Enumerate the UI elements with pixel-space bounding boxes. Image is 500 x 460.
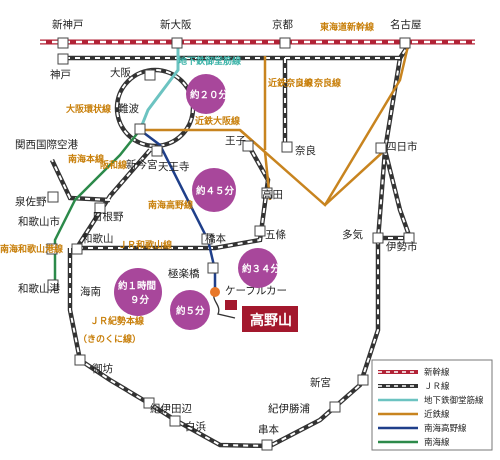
time-bubble-34: 約３４分 — [242, 263, 281, 275]
station-shinkobe: 新神戸 — [52, 18, 84, 31]
station-gokurakubashi: 極楽橋 — [168, 267, 200, 280]
station-hashimoto: 橋本 — [205, 232, 226, 245]
label-kintetsu-nara: 近鉄奈良線 — [268, 77, 313, 89]
label-nankai-wakayamako: 南海和歌山港線 — [0, 243, 63, 255]
station-shingu: 新宮 — [310, 376, 331, 389]
station-hineno: 日根野 — [92, 210, 124, 223]
legend-label: 南海高野線 — [424, 423, 467, 434]
time-bubble-20: 約２０分 — [190, 89, 229, 101]
cable-car-station-dot — [210, 287, 220, 297]
station-kix: 関西国際空港 — [15, 138, 78, 151]
legend-label: ＪＲ線 — [424, 381, 450, 392]
station-kobe: 神戸 — [50, 68, 71, 81]
koyasan-marker — [225, 300, 237, 310]
station-shinosaka: 新大阪 — [160, 18, 192, 31]
station-nara: 奈良 — [295, 144, 316, 157]
station-iseshi: 伊勢市 — [386, 240, 418, 253]
station-takada: 高田 — [262, 188, 283, 201]
label-nankai-main: 南海本線 — [68, 153, 104, 165]
station-kyoto: 京都 — [272, 18, 293, 31]
station-osaka: 大阪 — [110, 66, 131, 79]
station-wakayamako: 和歌山港 — [18, 282, 60, 295]
station-taki: 多気 — [342, 228, 363, 241]
time-bubble-69-line2: ９分 — [130, 294, 150, 306]
station-izumisano: 泉佐野 — [15, 195, 47, 208]
label-jr-kisei: ＪＲ紀勢本線 — [90, 315, 144, 327]
nankai-main-line — [53, 129, 141, 285]
label-kintetsu-osaka: 近鉄大阪線 — [195, 115, 240, 127]
label-jr-nara: ＪＲ奈良線 — [296, 77, 341, 89]
legend-label: 地下鉄御堂筋線 — [424, 395, 484, 406]
station-yokkaichi: 四日市 — [386, 140, 418, 153]
label-midosuji: 地下鉄御堂筋線 — [178, 55, 241, 67]
midosuji-line — [138, 46, 180, 131]
time-bubbles: 約２０分 約４５分 約３４分 約１時間 ９分 約５分 — [114, 74, 281, 330]
legend-label: 新幹線 — [424, 367, 450, 378]
time-bubble-69-line1: 約１時間 — [118, 280, 156, 292]
koyasan-box — [242, 306, 298, 332]
label-nankai-koya: 南海高野線 — [148, 199, 193, 211]
station-gobo: 御坊 — [92, 362, 113, 375]
station-kiikatsuura: 紀伊勝浦 — [268, 402, 310, 415]
label-cable-car: ケーブルカー — [225, 284, 287, 297]
station-kushimoto: 串本 — [258, 423, 279, 436]
label-jr-wakayama: ＪＲ和歌山線 — [118, 239, 172, 251]
station-shirahama: 白浜 — [185, 420, 206, 433]
station-koyasan: 高野山 — [250, 312, 292, 329]
jr-lines — [49, 44, 413, 449]
station-oji: 王子 — [225, 135, 246, 147]
label-osaka-loop: 大阪環状線 — [66, 103, 111, 115]
station-gojo: 五條 — [265, 228, 286, 241]
station-wakayama: 和歌山 — [82, 232, 114, 245]
legend-label: 近鉄線 — [424, 409, 450, 420]
station-shinimamiya: 新今宮 — [126, 158, 158, 171]
label-kinokuni: （きのくに線） — [78, 333, 141, 345]
station-nagoya: 名古屋 — [390, 18, 422, 31]
legend-label: 南海線 — [424, 437, 450, 448]
station-kiitanabe: 紀伊田辺 — [150, 402, 192, 415]
station-wakayamashi: 和歌山市 — [18, 215, 60, 228]
time-bubble-45: 約４５分 — [196, 185, 235, 197]
label-hanwa: 阪和線 — [100, 159, 127, 171]
label-tokaido: 東海道新幹線 — [320, 21, 374, 33]
station-kainan: 海南 — [80, 285, 101, 298]
time-bubble-5: 約５分 — [176, 305, 205, 317]
kintetsu-lines — [140, 45, 410, 207]
station-markers — [46, 37, 415, 451]
station-namba: 難波 — [118, 102, 139, 115]
station-tennoji: 天王寺 — [158, 161, 190, 173]
